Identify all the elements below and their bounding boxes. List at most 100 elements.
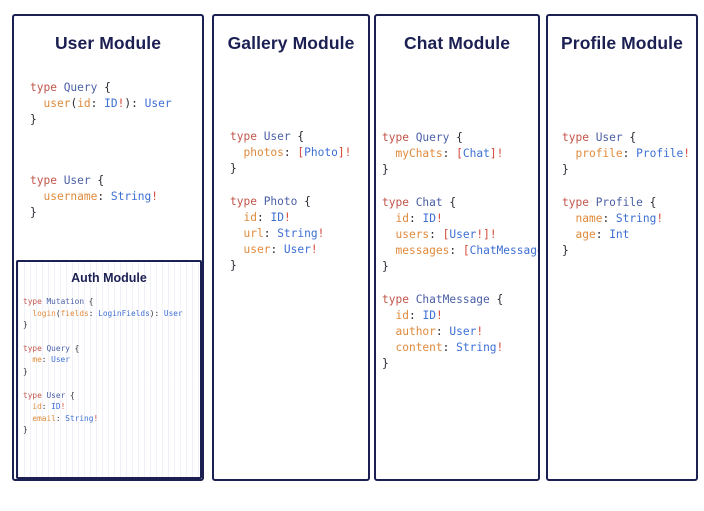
code-line: type Profile {	[562, 195, 690, 211]
code-token-punc: :	[429, 228, 443, 242]
code-token-punc: }	[382, 260, 389, 274]
code-token-punc	[23, 309, 32, 318]
code-token-type: User	[63, 173, 91, 187]
code-line: }	[562, 162, 690, 178]
code-line: id: ID!	[23, 401, 183, 413]
code-token-bang: !	[317, 227, 325, 241]
code-token-punc	[230, 146, 243, 159]
code-token-punc: {	[84, 297, 94, 306]
code-token-val: String	[615, 211, 657, 225]
code-token-field: user	[243, 243, 271, 257]
code-token-bang: !	[496, 147, 504, 161]
code-token-val: ID	[270, 210, 284, 224]
code-token-bang: !	[489, 228, 497, 242]
code-token-punc: {	[290, 130, 305, 143]
code-token-field: photos	[243, 146, 284, 160]
code-token-type: Query	[415, 131, 450, 144]
code-token-punc: :	[41, 402, 52, 412]
code-token-punc: :	[55, 413, 66, 423]
schema-code-block: type Query { me: User}	[23, 343, 183, 378]
code-block-group: type User { photos: [Photo]!}type Photo …	[230, 129, 351, 275]
code-token-field: age	[575, 228, 596, 242]
code-line: }	[23, 366, 183, 378]
code-token-bang: !	[476, 228, 484, 242]
code-line: type Mutation {	[23, 296, 183, 308]
code-token-punc: {	[90, 173, 105, 187]
code-token-punc: }	[230, 162, 237, 176]
code-token-val: String	[277, 227, 318, 241]
code-token-punc: :	[595, 228, 610, 242]
module-code-area: type User { profile: Profile!}type Profi…	[562, 130, 690, 259]
code-token-val: Chat	[462, 147, 490, 161]
code-token-bang: !	[476, 325, 484, 339]
code-token-punc: :	[41, 355, 52, 365]
code-block-group: type Query { myChats: [Chat]!}type Chat …	[382, 130, 540, 373]
code-token-brk: ]	[489, 147, 497, 161]
code-token-kw: type	[382, 131, 416, 144]
code-token-punc: )	[149, 308, 155, 318]
code-token-type: Profile	[595, 195, 643, 209]
code-token-punc: }	[23, 366, 28, 376]
code-token-val: Int	[609, 228, 630, 242]
code-token-field: content	[395, 341, 443, 355]
code-token-val: ID	[422, 308, 436, 322]
code-token-punc: (	[70, 97, 78, 111]
schema-code-block: type Profile { name: String! age: Int}	[562, 195, 690, 260]
module-title: Gallery Module	[227, 33, 355, 53]
code-token-punc	[382, 341, 395, 354]
module-title: User Module	[54, 33, 162, 53]
code-token-punc: {	[642, 195, 657, 209]
code-token-bang: !	[283, 210, 291, 224]
module-code-area: type Query { user(id: ID!): User}type Us…	[30, 80, 172, 221]
schema-code-block: type Mutation { login(fields: LoginField…	[23, 296, 183, 331]
module-card-profile-module[interactable]: Profile Module type User { profile: Profi…	[546, 14, 698, 481]
code-line: }	[30, 205, 172, 221]
code-token-val: ChatMessage	[469, 244, 540, 258]
code-token-punc: :	[256, 210, 271, 224]
code-token-field: author	[395, 325, 436, 339]
code-token-kw: type	[562, 195, 596, 209]
code-line: }	[382, 259, 538, 275]
code-token-val: LoginFields	[98, 308, 150, 318]
code-token-bang: !	[435, 308, 443, 322]
code-token-brk: [	[442, 228, 450, 242]
code-token-kw: type	[30, 173, 64, 187]
code-line: type Query {	[30, 80, 172, 96]
code-token-type: Photo	[263, 194, 298, 208]
code-line: myChats: [Chat]!	[382, 146, 538, 162]
module-title: Profile Module	[561, 33, 683, 53]
code-token-val: ID	[104, 97, 118, 111]
code-token-punc	[30, 97, 43, 110]
module-code-area: type User { photos: [Photo]!}type Photo …	[230, 129, 351, 275]
code-line: type User {	[562, 130, 690, 146]
code-token-punc: {	[622, 131, 637, 144]
module-card-gallery-module[interactable]: Gallery Module type User { photos: [Photo…	[212, 14, 370, 481]
code-line: profile: Profile!	[562, 146, 690, 162]
code-line: type User {	[23, 390, 183, 402]
code-token-field: id	[243, 210, 257, 224]
code-token-kw: type	[23, 297, 47, 306]
code-token-punc: :	[270, 243, 284, 257]
code-token-brk: ]	[337, 146, 345, 160]
code-token-punc: :	[449, 244, 463, 258]
code-token-punc	[382, 309, 395, 322]
code-token-kw: type	[382, 195, 416, 209]
code-token-punc: :	[442, 341, 457, 355]
code-token-bang: !	[656, 211, 664, 225]
code-token-field: id	[395, 308, 409, 322]
code-token-punc	[382, 212, 395, 225]
schema-code-block: type User { username: String!}	[30, 173, 172, 222]
code-token-bang: !	[435, 211, 443, 225]
code-token-punc: }	[382, 357, 389, 371]
code-token-bang: !	[117, 97, 125, 111]
code-token-val: String	[110, 189, 152, 203]
code-line: }	[23, 319, 183, 331]
code-token-val: User	[144, 97, 172, 111]
code-token-kw: type	[562, 131, 596, 144]
code-token-punc: }	[562, 244, 569, 258]
code-token-kw: type	[382, 292, 416, 306]
